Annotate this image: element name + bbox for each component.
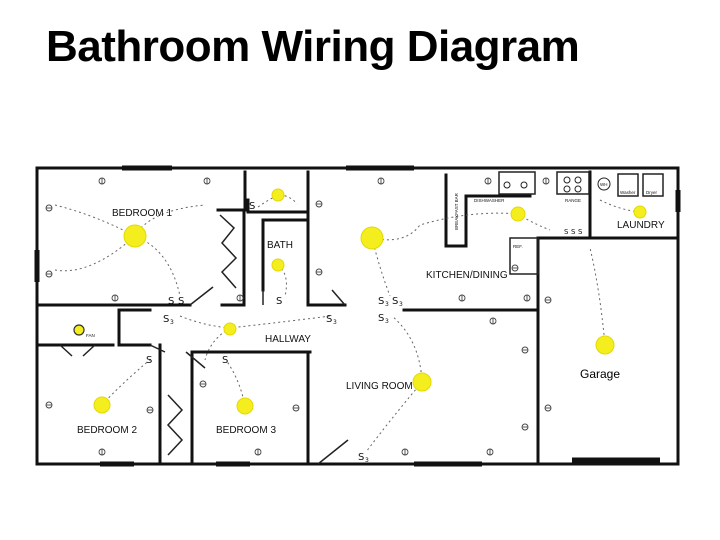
light-bedroom3 xyxy=(236,397,254,415)
light-living xyxy=(412,372,432,392)
dishwasher-label: DISHWASHER xyxy=(474,198,505,203)
breakfast-bar-label: BREAKFAST BAR xyxy=(454,192,459,230)
ref-label: REF. xyxy=(513,244,523,249)
washer-icon xyxy=(617,173,639,197)
room-label-hallway: HALLWAY xyxy=(265,334,311,345)
switch-subscript: 3 xyxy=(333,319,337,326)
sink-icon xyxy=(520,181,528,189)
windows xyxy=(34,165,681,467)
range-label: RANGE xyxy=(565,198,581,203)
light-bath xyxy=(271,258,285,272)
switch-label: S xyxy=(571,228,576,236)
switch-label: S xyxy=(378,313,384,324)
switch-subscript: 3 xyxy=(385,318,389,325)
room-label-laundry: LAUNDRY xyxy=(617,220,665,231)
switch-label: S xyxy=(168,296,174,307)
water-heater-icon xyxy=(597,177,611,191)
doors xyxy=(59,286,349,465)
switch-subscript: 3 xyxy=(170,319,174,326)
switch-subscript: 3 xyxy=(365,457,369,464)
room-label-bedroom2: BEDROOM 2 xyxy=(77,425,137,436)
room-label-living: LIVING ROOM xyxy=(346,381,413,392)
switch-label: S xyxy=(146,355,152,366)
burner-icon xyxy=(574,176,582,184)
switches: S S S S S 3 S 3 S 3 S 3 S 3 S S S 3 S S … xyxy=(146,201,583,464)
switch-subscript: 3 xyxy=(385,301,389,308)
fixtures: BREAKFAST BAR DISHWASHER RANGE REF. WH W… xyxy=(86,173,664,338)
switch-label: S xyxy=(378,296,384,307)
fan-label: FAN xyxy=(86,333,95,338)
light-bath-fan xyxy=(271,188,285,202)
light-garage xyxy=(595,335,615,355)
dryer-label: Dryer xyxy=(646,190,658,195)
switch-label: S xyxy=(392,296,398,307)
switch-label: S xyxy=(578,228,583,236)
switch-label: S xyxy=(326,314,332,325)
switch-label: S xyxy=(358,452,364,463)
sink-icon xyxy=(503,181,511,189)
switch-label: S xyxy=(249,201,255,212)
switch-label: S xyxy=(222,355,228,366)
light-kitchen xyxy=(510,206,526,222)
light-bedroom1 xyxy=(123,224,147,248)
burner-icon xyxy=(563,185,571,193)
outlets xyxy=(45,177,552,456)
room-label-kitchen: KITCHEN/DINING xyxy=(426,270,508,281)
room-labels: BEDROOM 1 BATH HALLWAY KITCHEN/DINING LI… xyxy=(77,208,665,436)
dryer-icon xyxy=(642,173,664,197)
room-label-bedroom1: BEDROOM 1 xyxy=(112,208,172,219)
room-label-garage: Garage xyxy=(580,367,620,381)
switch-label: S xyxy=(178,296,184,307)
light-hallway xyxy=(223,322,237,336)
light-closet xyxy=(73,324,85,336)
switch-label: S xyxy=(163,314,169,325)
room-label-bath: BATH xyxy=(267,240,293,251)
room-label-bedroom3: BEDROOM 3 xyxy=(216,425,276,436)
washer-label: Washer xyxy=(620,190,636,195)
switch-label: S xyxy=(276,296,282,307)
burner-icon xyxy=(563,176,571,184)
lights xyxy=(73,188,647,415)
water-heater-label: WH xyxy=(600,182,608,187)
switch-subscript: 3 xyxy=(399,301,403,308)
light-laundry xyxy=(633,205,647,219)
light-dining xyxy=(360,226,384,250)
light-bedroom2 xyxy=(93,396,111,414)
walls xyxy=(35,166,680,466)
burner-icon xyxy=(574,185,582,193)
switch-label: S xyxy=(564,228,569,236)
diagram-title: Bathroom Wiring Diagram xyxy=(46,22,580,71)
